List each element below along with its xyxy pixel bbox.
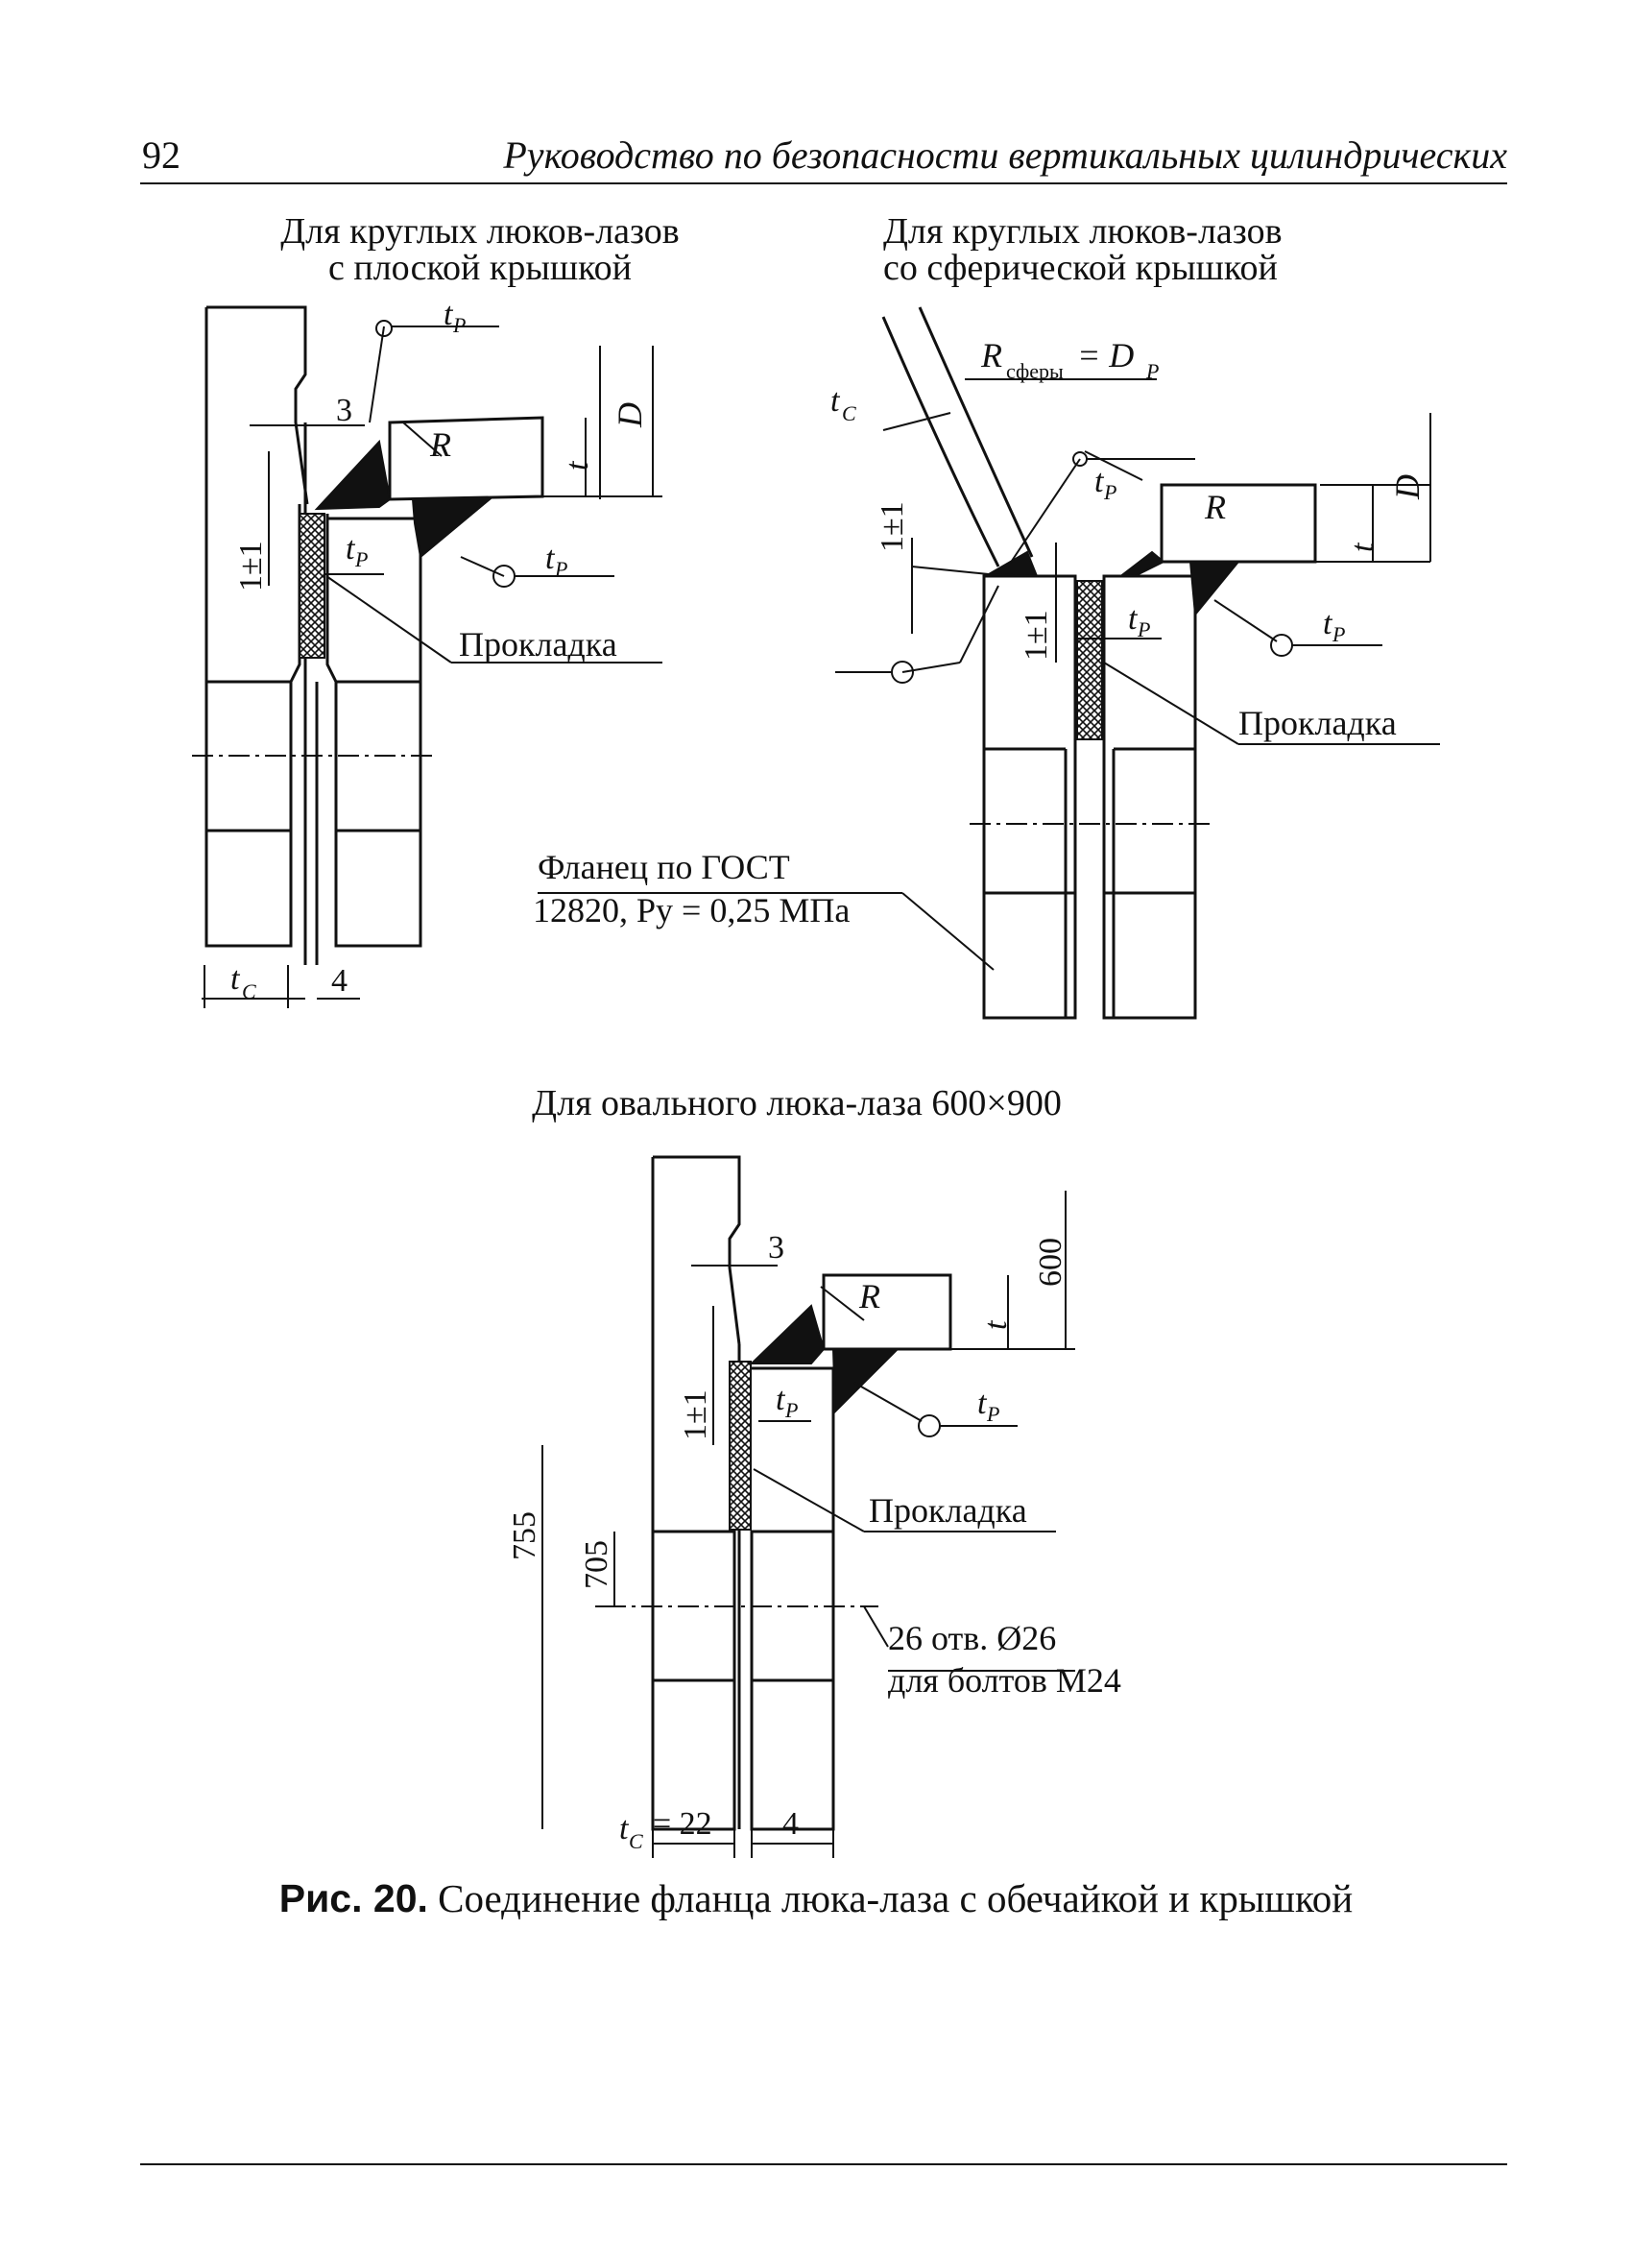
flat-sub-p-3: P bbox=[554, 557, 567, 581]
sph-label-tp-1: t bbox=[1094, 464, 1105, 499]
sph-welds bbox=[985, 550, 1241, 617]
view-oval bbox=[605, 1155, 952, 1831]
oval-label-tp-2: t bbox=[776, 1382, 786, 1417]
sph-dim-1pm1-a: 1±1 bbox=[875, 501, 910, 552]
oval-dim-3: 3 bbox=[768, 1230, 784, 1266]
oval-holes-line2: для болтов М24 bbox=[888, 1661, 1121, 1700]
oval-sub-p-3: P bbox=[986, 1402, 999, 1426]
flat-gasket: Прокладка bbox=[459, 625, 617, 664]
spherical-cover-title-2: со сферической крышкой bbox=[883, 248, 1278, 288]
sph-label-Dp: D bbox=[1388, 474, 1427, 500]
sph-cover-plate bbox=[1160, 483, 1317, 564]
flat-sub-c: C bbox=[242, 979, 256, 1003]
oval-dim-705: 705 bbox=[579, 1540, 614, 1589]
figure-text: Соединение фланца люка-лаза с обечайкой … bbox=[427, 1876, 1354, 1920]
oval-tc-sub: C bbox=[629, 1829, 643, 1853]
flat-label-Dp: D bbox=[611, 402, 649, 428]
flat-label-R: R bbox=[429, 425, 451, 464]
oval-shell-plate bbox=[653, 1155, 741, 1345]
sph-flange-line2: 12820, Ру = 0,25 МПа bbox=[533, 891, 850, 929]
flat-dim-3: 3 bbox=[336, 393, 352, 428]
oval-tc-value: = 22 bbox=[653, 1806, 712, 1842]
oval-label-tp-3: t bbox=[977, 1386, 988, 1421]
oval-gasket: Прокладка bbox=[869, 1491, 1027, 1530]
gasket-hatch-3 bbox=[729, 1361, 752, 1531]
sph-label-R: R bbox=[1204, 488, 1226, 526]
flat-label-tp-2: t bbox=[346, 531, 356, 567]
sph-sub-c: C bbox=[842, 401, 856, 425]
gasket-hatch-1 bbox=[299, 513, 325, 659]
sph-label-Rsphere-sub: сферы bbox=[1006, 359, 1064, 383]
oval-dim-600: 600 bbox=[1033, 1238, 1068, 1287]
flat-labels: 3 R 1±1 t P t P t P t D Прокладка t C 4 bbox=[230, 297, 649, 1003]
oval-dim-1pm1: 1±1 bbox=[678, 1389, 713, 1440]
flat-cover-title-2: с плоской крышкой bbox=[328, 248, 632, 288]
sph-label-Rsphere-sub2: P bbox=[1145, 359, 1159, 383]
flat-dim-4: 4 bbox=[331, 963, 348, 999]
flat-label-tc: t bbox=[230, 961, 241, 997]
oval-sub-p-2: P bbox=[784, 1398, 798, 1422]
sph-sub-p-1: P bbox=[1103, 480, 1116, 504]
sph-gasket: Прокладка bbox=[1238, 704, 1397, 742]
sph-sub-p-2: P bbox=[1137, 617, 1150, 641]
footer-rule bbox=[140, 2163, 1507, 2165]
sph-labels: R сферы = D P t C t P R 1±1 1±1 t P t P … bbox=[533, 336, 1427, 929]
sph-label-tp-4: t bbox=[1345, 542, 1380, 552]
flat-label-tp-1: t bbox=[444, 297, 454, 332]
sph-label-Rsphere-R: R bbox=[980, 336, 1002, 374]
oval-dims bbox=[541, 1191, 1075, 1858]
oval-label-tp-1: t bbox=[978, 1319, 1014, 1330]
page-number: 92 bbox=[142, 133, 180, 177]
sph-flange-right bbox=[1102, 574, 1197, 1020]
flat-welds bbox=[314, 439, 492, 559]
oval-welds bbox=[749, 1304, 900, 1414]
header-rule bbox=[140, 182, 1507, 184]
oval-label-R: R bbox=[858, 1277, 880, 1315]
oval-dim-4: 4 bbox=[782, 1806, 799, 1842]
sph-label-Rsphere-eq: = D bbox=[1077, 336, 1134, 374]
gasket-hatch-2 bbox=[1076, 580, 1103, 740]
spherical-cover-title-1: Для круглых люков-лазов bbox=[883, 211, 1283, 252]
flat-label-tp-3: t bbox=[545, 541, 556, 576]
flat-cover-title-1: Для круглых люков-лазов bbox=[280, 211, 680, 252]
figure-caption: Рис. 20. Соединение фланца люка-лаза с о… bbox=[0, 1875, 1632, 1921]
figure-number: Рис. 20. bbox=[278, 1876, 428, 1920]
sph-dims bbox=[538, 378, 1440, 971]
sph-sub-p-3: P bbox=[1332, 622, 1345, 646]
sph-label-tp-2: t bbox=[1128, 601, 1139, 637]
flat-dims bbox=[202, 320, 662, 1008]
flat-dim-1pm1: 1±1 bbox=[233, 541, 269, 591]
oval-holes-line1: 26 отв. Ø26 bbox=[888, 1619, 1056, 1657]
oval-tc-label: t bbox=[619, 1811, 630, 1846]
view-flat-cover bbox=[192, 305, 544, 965]
flat-label-tp-4: t bbox=[560, 460, 595, 470]
flange-right bbox=[334, 680, 422, 948]
running-title: Руководство по безопасности вертикальных… bbox=[503, 133, 1507, 177]
flange-left bbox=[204, 680, 293, 948]
sph-dim-1pm1-b: 1±1 bbox=[1019, 610, 1054, 661]
spherical-cover bbox=[881, 316, 1000, 567]
oval-labels: 3 R 600 t 1±1 t P t P Прокладка 755 705 … bbox=[507, 1230, 1121, 1853]
sph-label-tc: t bbox=[830, 383, 841, 419]
oval-cover-plate bbox=[822, 1273, 952, 1351]
shell-plate bbox=[206, 305, 309, 505]
flat-sub-p-2: P bbox=[354, 547, 368, 571]
flat-sub-p-1: P bbox=[452, 313, 466, 337]
oval-title: Для овального люка-лаза 600×900 bbox=[532, 1083, 1062, 1123]
oval-dim-755: 755 bbox=[507, 1511, 542, 1560]
sph-label-tp-3: t bbox=[1323, 606, 1333, 641]
sph-flange-line1: Фланец по ГОСТ bbox=[538, 848, 790, 886]
